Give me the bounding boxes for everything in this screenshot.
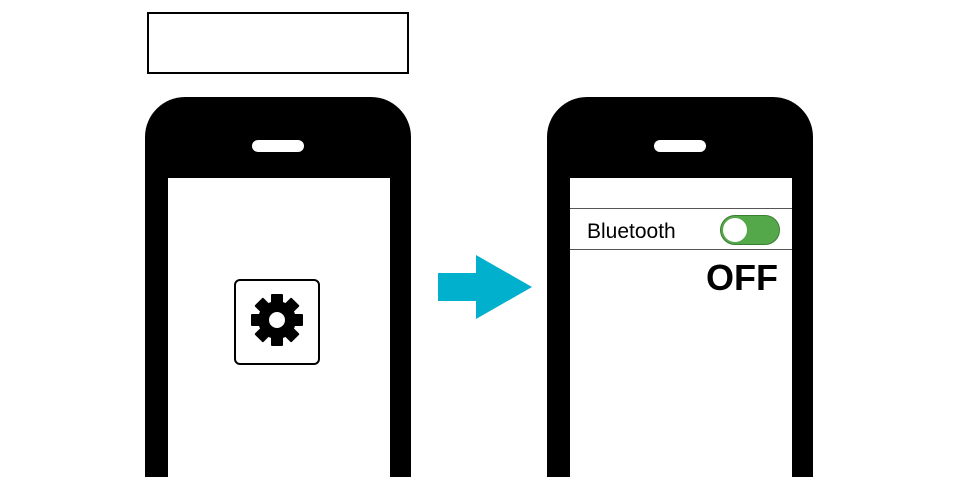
- arrow-right-icon: [438, 255, 532, 319]
- bluetooth-label: Bluetooth: [587, 220, 676, 243]
- phone-screen-bluetooth-settings: Bluetooth OFF: [570, 178, 792, 478]
- settings-app-icon[interactable]: [234, 279, 320, 365]
- bluetooth-state-text: OFF: [706, 257, 778, 298]
- phone-screen-home: [168, 178, 390, 478]
- toggle-knob: [723, 218, 747, 242]
- instruction-label-box: [147, 12, 409, 74]
- phone-speaker: [654, 140, 706, 152]
- bluetooth-toggle[interactable]: [720, 215, 780, 245]
- divider: [570, 208, 792, 209]
- phone-left: [145, 97, 411, 478]
- phone-right: Bluetooth OFF: [547, 97, 813, 478]
- divider: [570, 249, 792, 250]
- phone-speaker: [252, 140, 304, 152]
- gear-icon: [247, 290, 307, 355]
